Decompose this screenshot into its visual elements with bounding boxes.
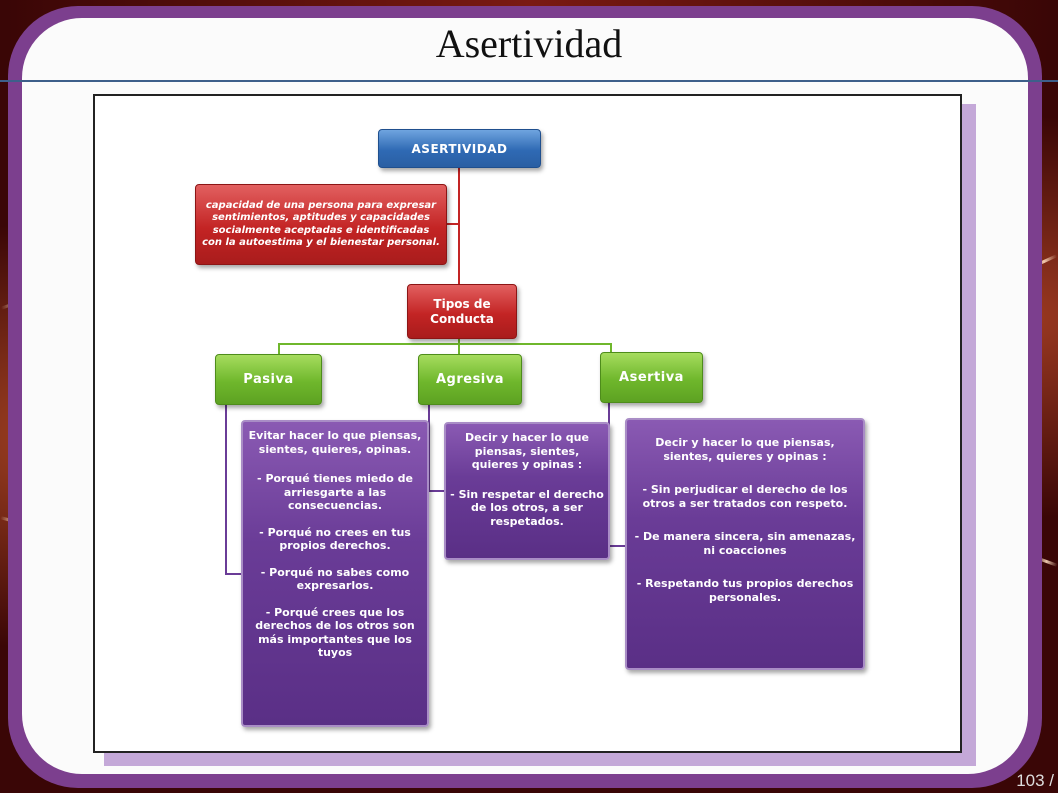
detail-heading: Decir y hacer lo que piensas, sientes, q… bbox=[465, 431, 589, 471]
connector-asertiva-detail bbox=[608, 403, 625, 547]
detail-point: - Porqué tienes miedo de arriesgarte a l… bbox=[257, 472, 413, 512]
detail-point: - De manera sincera, sin amenazas, ni co… bbox=[634, 530, 856, 557]
detail-pasiva: Evitar hacer lo que piensas, sientes, qu… bbox=[241, 420, 429, 727]
detail-point: - Sin perjudicar el derecho de los otros… bbox=[642, 483, 848, 510]
detail-asertiva: Decir y hacer lo que piensas, sientes, q… bbox=[625, 418, 865, 670]
detail-point: - Respetando tus propios derechos person… bbox=[636, 577, 854, 604]
branch-agresiva: Agresiva bbox=[418, 354, 522, 405]
connector-types-branches bbox=[278, 343, 612, 354]
title-divider bbox=[0, 80, 1058, 82]
types-node: Tipos de Conducta bbox=[407, 284, 517, 339]
connector-lines bbox=[225, 168, 625, 575]
root-node: ASERTIVIDAD bbox=[378, 129, 541, 168]
connector-agresiva-detail bbox=[428, 405, 444, 492]
detail-heading: Evitar hacer lo que piensas, sientes, qu… bbox=[248, 429, 422, 456]
detail-heading: Decir y hacer lo que piensas, sientes, q… bbox=[655, 436, 835, 463]
detail-point: - Porqué no sabes como expresarlos. bbox=[260, 565, 410, 593]
slide-title: Asertividad bbox=[435, 21, 623, 66]
concept-map: ASERTIVIDAD capacidad de una persona par… bbox=[93, 94, 962, 753]
branch-asertiva: Asertiva bbox=[600, 352, 703, 403]
detail-point: - Porqué crees que los derechos de los o… bbox=[255, 605, 415, 660]
page-number: 103 / bbox=[1016, 771, 1054, 790]
branch-pasiva: Pasiva bbox=[215, 354, 322, 405]
definition-node: capacidad de una persona para expresar s… bbox=[195, 184, 447, 265]
detail-point: - Sin respetar el derecho de los otros, … bbox=[450, 487, 604, 528]
detail-point: - Porqué no crees en tus propios derecho… bbox=[259, 525, 411, 553]
connector-pasiva-detail bbox=[225, 405, 241, 575]
detail-agresiva: Decir y hacer lo que piensas, sientes, q… bbox=[444, 422, 610, 560]
